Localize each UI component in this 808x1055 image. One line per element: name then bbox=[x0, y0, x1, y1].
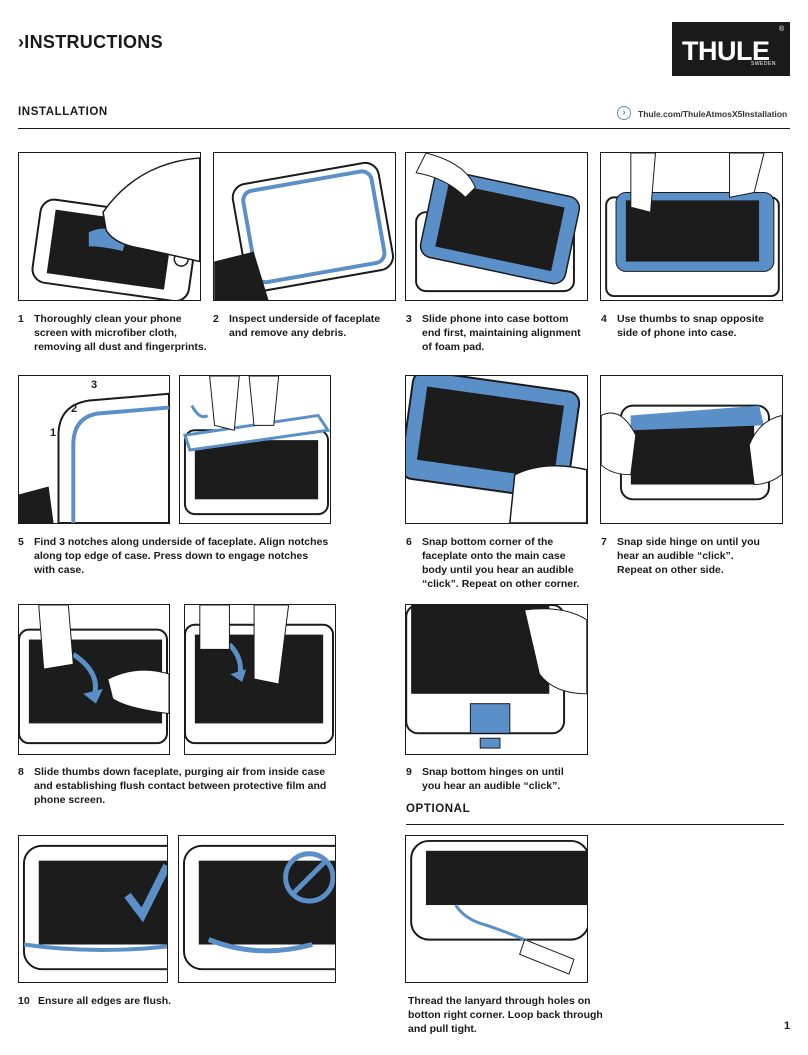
section-divider bbox=[18, 128, 790, 129]
illustration-step-10a bbox=[18, 835, 168, 983]
illustration-step-9 bbox=[405, 604, 588, 755]
illustration-step-5b bbox=[179, 375, 331, 524]
optional-divider bbox=[406, 824, 784, 825]
illustration-step-10b bbox=[178, 835, 336, 983]
illustration-step-5a bbox=[18, 375, 170, 524]
notch-label-2: 2 bbox=[71, 403, 78, 415]
illustration-step-4 bbox=[600, 152, 783, 301]
notch-label-3: 3 bbox=[91, 379, 98, 391]
notch-label-1: 1 bbox=[50, 427, 57, 439]
optional-heading: OPTIONAL bbox=[406, 803, 471, 815]
illustration-step-7 bbox=[600, 375, 783, 524]
illustration-lanyard bbox=[405, 835, 588, 983]
illustration-step-1 bbox=[18, 152, 201, 301]
optional-lanyard-text: Thread the lanyard through holes on bott… bbox=[408, 995, 603, 1035]
illustration-step-6 bbox=[405, 375, 588, 524]
page-title: ›INSTRUCTIONS bbox=[18, 32, 163, 52]
installation-link[interactable]: Thule.com/ThuleAtmosX5Installation bbox=[638, 109, 788, 119]
chevron-right-circle-icon[interactable]: › bbox=[617, 106, 631, 120]
thule-logo: THULE SWEDEN ® bbox=[672, 22, 790, 76]
page-number: 1 bbox=[784, 1020, 791, 1032]
illustration-step-8b bbox=[184, 604, 336, 755]
illustration-step-8a bbox=[18, 604, 170, 755]
installation-heading: INSTALLATION bbox=[18, 106, 108, 118]
illustration-step-3 bbox=[405, 152, 588, 301]
illustration-step-2 bbox=[213, 152, 396, 301]
